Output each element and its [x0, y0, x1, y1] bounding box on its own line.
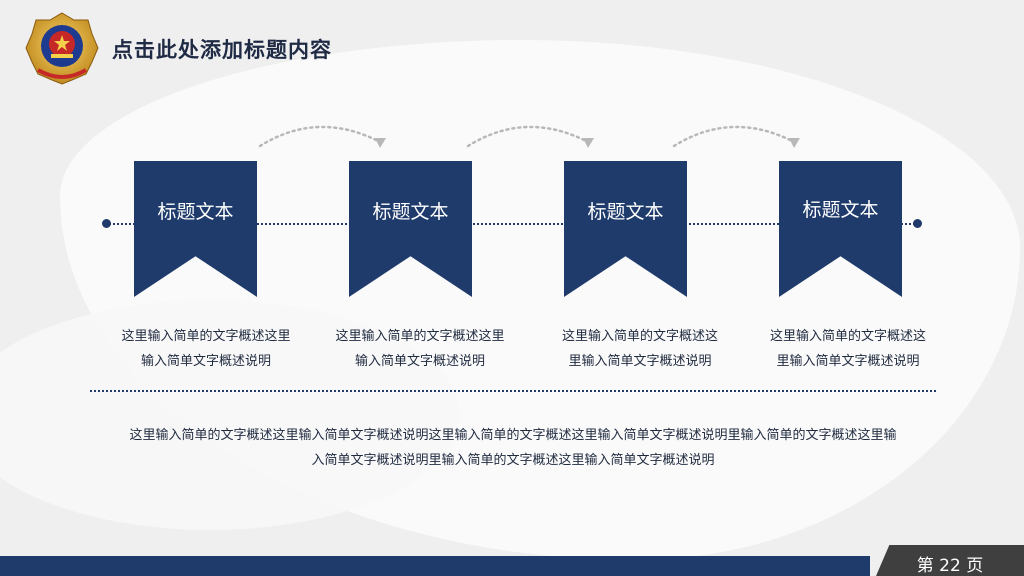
step-title: 标题文本 [372, 201, 449, 223]
page-title: 点击此处添加标题内容 [112, 38, 332, 62]
timeline-line [106, 223, 918, 225]
step-description-line: 这里输入简单的文字概述这里 [121, 329, 291, 344]
footer-bar [0, 556, 870, 576]
timeline-end-dot [913, 219, 922, 228]
summary-line: 这里输入简单的文字概述这里输入简单文字概述说明这里输入简单的文字概述这里输入简单… [129, 428, 897, 443]
step-title: 标题文本 [802, 199, 879, 221]
step-description-line: 这里输入简单的文字概述这 [769, 329, 926, 344]
step-description-3: 这里输入简单的文字概述这 里输入简单文字概述说明 [540, 324, 740, 374]
step-description-line: 这里输入简单的文字概述这里 [335, 329, 505, 344]
curved-arrow-icon [672, 125, 800, 148]
summary-paragraph: 这里输入简单的文字概述这里输入简单文字概述说明这里输入简单的文字概述这里输入简单… [88, 423, 938, 473]
summary-line: 入简单文字概述说明里输入简单的文字概述这里输入简单文字概述说明 [311, 453, 715, 468]
step-description-line: 里输入简单文字概述说明 [568, 354, 712, 369]
step-description-2: 这里输入简单的文字概述这里 输入简单文字概述说明 [320, 324, 520, 374]
step-title: 标题文本 [587, 201, 664, 223]
step-description-4: 这里输入简单的文字概述这 里输入简单文字概述说明 [748, 324, 948, 374]
police-emblem-icon [25, 12, 99, 85]
step-description-line: 这里输入简单的文字概述这 [561, 329, 718, 344]
section-divider [90, 390, 936, 392]
step-description-line: 输入简单文字概述说明 [140, 354, 271, 369]
curved-arrow-icon [258, 125, 386, 148]
background-wash-secondary [0, 300, 460, 530]
step-description-line: 输入简单文字概述说明 [354, 354, 485, 369]
step-description-line: 里输入简单文字概述说明 [776, 354, 920, 369]
timeline-start-dot [102, 219, 111, 228]
curved-arrow-icon [466, 125, 594, 148]
page-number: 第 22 页 [916, 556, 984, 576]
page-number-box: 第 22 页 [876, 545, 1024, 576]
step-description-1: 这里输入简单的文字概述这里 输入简单文字概述说明 [106, 324, 306, 374]
step-title: 标题文本 [157, 201, 234, 223]
